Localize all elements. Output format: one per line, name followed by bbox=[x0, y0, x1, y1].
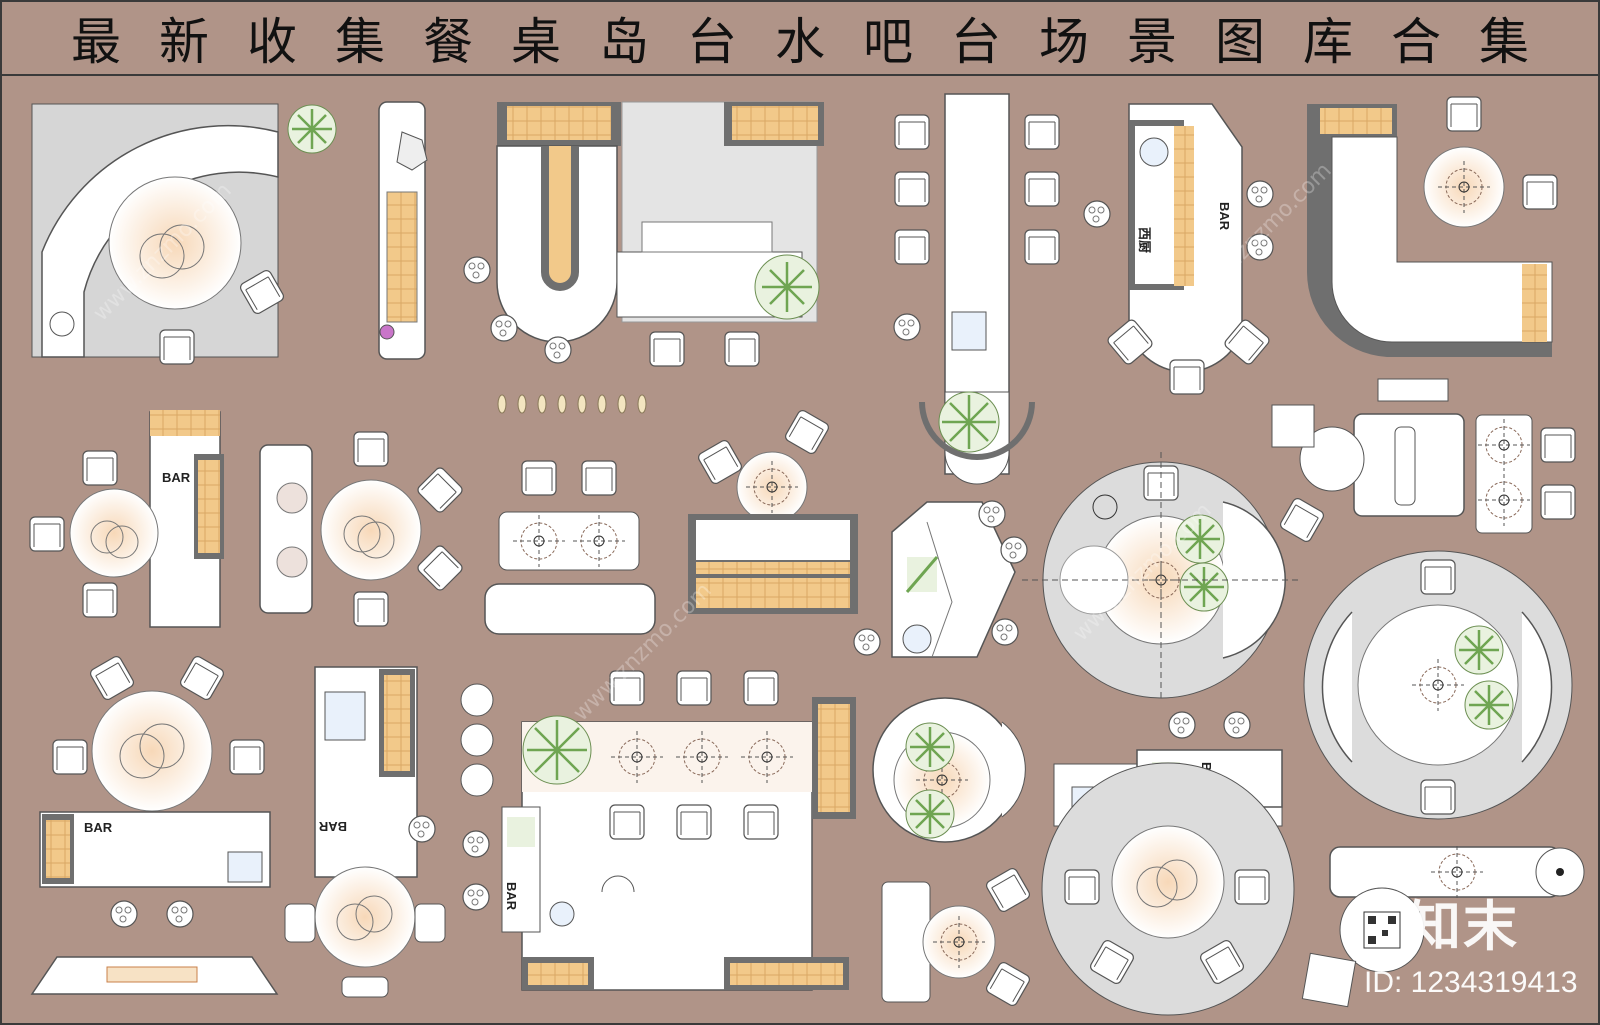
round-rug-lounge-center bbox=[1022, 452, 1302, 702]
bar-round-rug-lower: BAR bbox=[1041, 711, 1295, 1016]
sofa-dining-table bbox=[484, 460, 656, 635]
window-seat-table bbox=[1271, 378, 1576, 544]
curved-sofa-lounge bbox=[31, 103, 338, 365]
bar-label-5: BAR bbox=[504, 882, 519, 911]
page-title: 最新收集餐桌岛台水吧台场景图库合集 bbox=[71, 13, 1567, 71]
u-shaped-island bbox=[463, 101, 824, 414]
floor-plan: 西厨 BAR BAR bbox=[29, 93, 1585, 1016]
west-kitchen-bar: 西厨 BAR bbox=[1083, 103, 1274, 395]
watermark-brand: 知末 bbox=[1407, 895, 1519, 958]
corner-bench-qr bbox=[1301, 845, 1585, 1008]
west-kitchen-label: 西厨 bbox=[1137, 227, 1152, 253]
bar-round-table-left: BAR bbox=[29, 410, 224, 628]
l-shaped-counter bbox=[1306, 96, 1558, 357]
slim-island bbox=[378, 101, 428, 360]
booth-seating bbox=[688, 408, 858, 614]
round-table-bar-lower-left: BAR bbox=[30, 654, 279, 995]
title-bar: 最新收集餐桌岛台水吧台场景图库合集 bbox=[2, 2, 1598, 76]
bar-label-3: BAR bbox=[84, 820, 113, 835]
bar-label-4: BAR bbox=[318, 819, 347, 834]
angled-island-stools bbox=[853, 500, 1028, 658]
bar-label-1: BAR bbox=[1217, 202, 1232, 231]
banquette-round-table bbox=[259, 431, 465, 627]
round-table-small-center-lower bbox=[872, 697, 1032, 1008]
kitchen-island-bar-lower: BAR bbox=[284, 666, 446, 998]
round-rug-lounge-right bbox=[1303, 550, 1573, 820]
bar-label-2: BAR bbox=[162, 470, 191, 485]
long-bar-table bbox=[893, 93, 1060, 485]
dining-block-center-lower: BAR bbox=[460, 670, 856, 991]
watermark-id: ID: 1234319413 bbox=[1364, 966, 1578, 999]
